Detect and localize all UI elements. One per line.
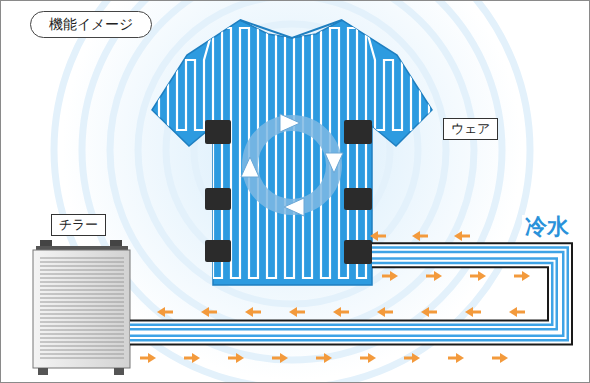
chiller <box>33 240 130 375</box>
part-label: チラー <box>51 214 106 236</box>
chiller-node: チラー <box>33 250 130 368</box>
tube-stripe <box>130 255 560 332</box>
tube-stripe <box>130 255 560 332</box>
edge-label: 冷水 <box>522 215 572 239</box>
wear-node: ウェア <box>213 15 372 285</box>
title-pill: 機能イメージ <box>30 11 152 38</box>
water-tube <box>130 255 560 332</box>
tube-stripe <box>130 255 560 332</box>
tube-stripe <box>130 255 560 332</box>
part-label: ウェア <box>443 118 498 140</box>
tube-stripe <box>130 255 560 332</box>
tube-stripe <box>130 255 560 332</box>
